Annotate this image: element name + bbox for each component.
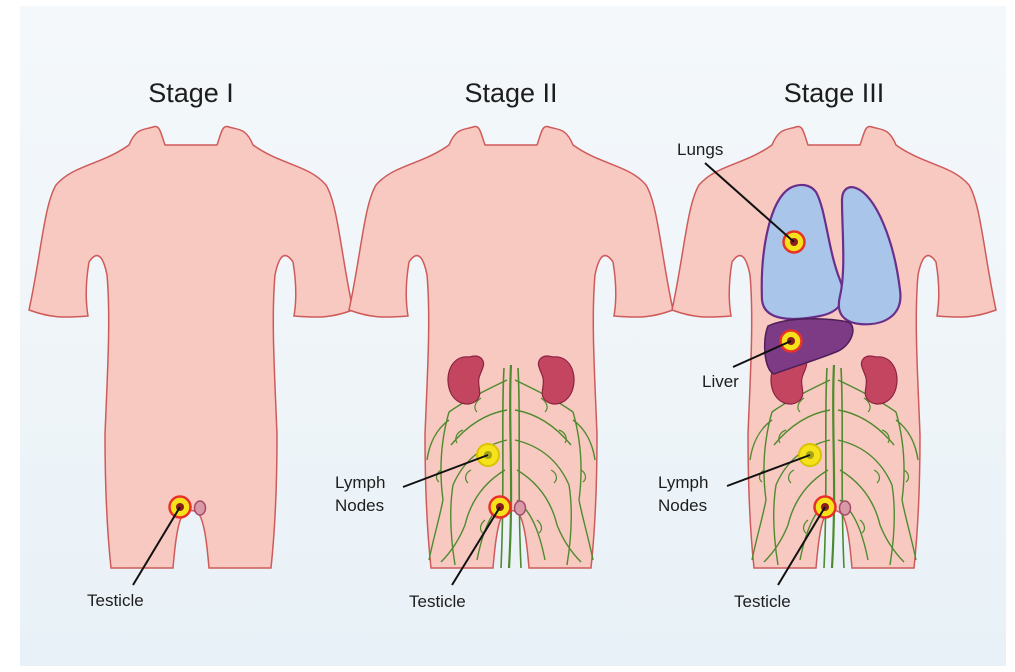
stage-3-title: Stage III (784, 78, 885, 108)
stage-3-liver-label: Liver (702, 372, 739, 391)
stage-3-lymph-label-line1: Lymph (658, 473, 708, 492)
stage-3-lymph-label-line2: Nodes (658, 496, 707, 515)
stage-1-title: Stage I (148, 78, 234, 108)
stage-1-panel: Stage I Testicle (29, 78, 353, 610)
stage-1-healthy-testicle (195, 501, 206, 515)
stage-3-panel: Stage III (658, 78, 996, 611)
stage-1-body-outline (29, 126, 353, 568)
stage-2-title: Stage II (464, 78, 557, 108)
stage-2-testicle-label: Testicle (409, 592, 466, 611)
stage-1-testicle-label: Testicle (87, 591, 144, 610)
stage-3-testicle-label: Testicle (734, 592, 791, 611)
stage-2-lymph-label-line1: Lymph (335, 473, 385, 492)
stage-3-healthy-testicle (840, 501, 851, 515)
stage-2-healthy-testicle (515, 501, 526, 515)
stage-3-lungs-label: Lungs (677, 140, 723, 159)
stage-2-panel: Stage II Lymph Nodes Testicle (335, 78, 673, 611)
stage-2-lymph-label-line2: Nodes (335, 496, 384, 515)
